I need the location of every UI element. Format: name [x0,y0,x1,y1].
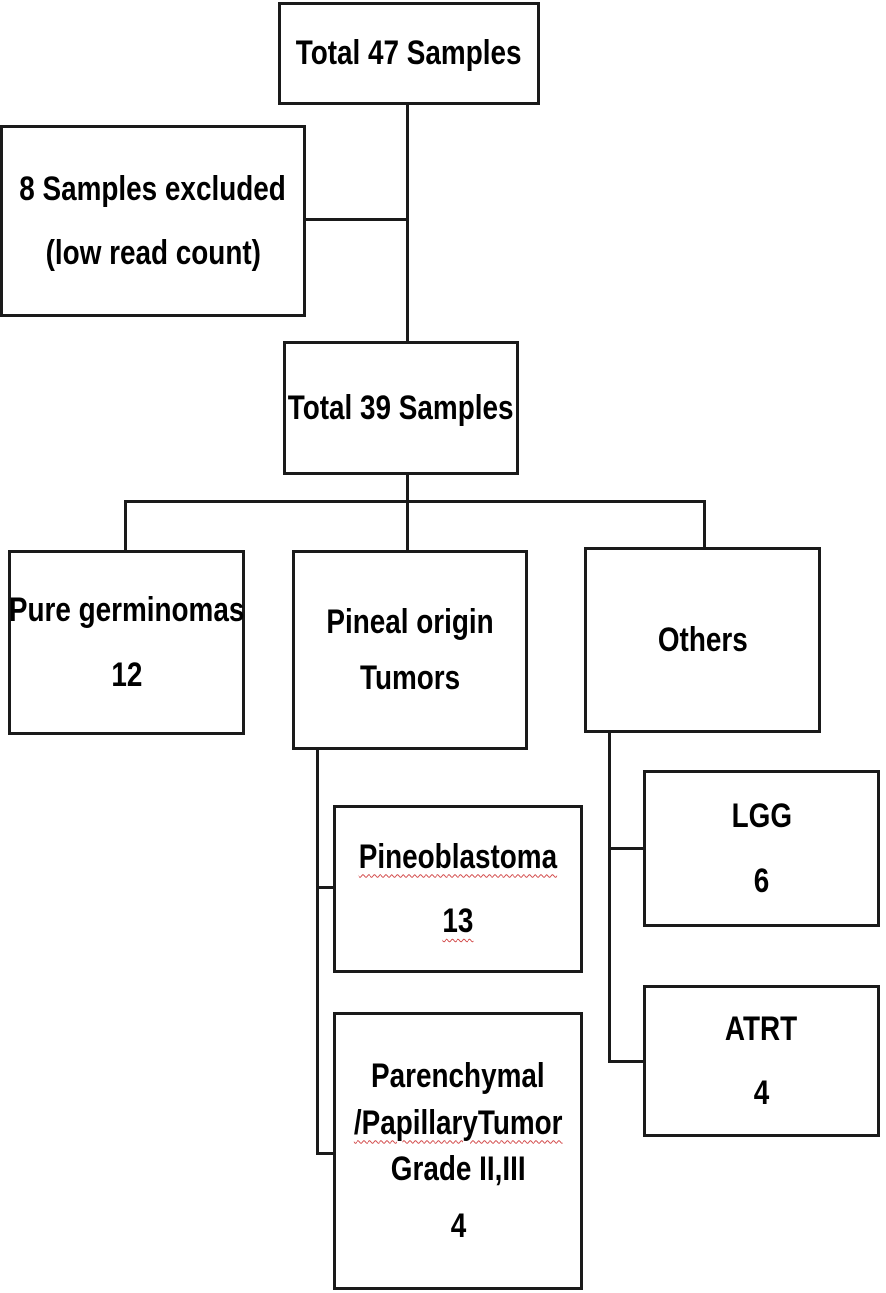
pineal-line2: Tumors [359,659,461,697]
pineal-box: Pineal origin Tumors [292,550,528,750]
connector-total-down [406,473,409,503]
germinomas-label: Pure germinomas [8,591,245,629]
connector-root-to-total [406,103,409,344]
atrt-label: ATRT [725,1009,798,1048]
atrt-box: ATRT 4 [643,985,880,1137]
lgg-label: LGG [731,797,792,835]
parenchymal-line3: Grade II,III [390,1150,526,1188]
total-box: Total 39 Samples [283,341,519,475]
others-box: Others [584,547,821,733]
connector-others-vertical [608,732,611,1063]
pineoblastoma-box: Pineoblastoma 13 [333,805,583,973]
germinomas-box: Pure germinomas 12 [8,550,245,735]
parenchymal-line1: Parenchymal [371,1057,545,1095]
connector-to-parenchymal [316,1152,336,1155]
pineoblastoma-label: Pineoblastoma [358,837,558,876]
excluded-line1: 8 Samples excluded [19,169,287,208]
parenchymal-count: 4 [450,1206,466,1245]
lgg-count: 6 [753,861,770,900]
pineal-line1: Pineal origin [326,602,494,641]
germinomas-count: 12 [110,655,143,694]
root-box: Total 47 Samples [278,2,540,105]
excluded-box: 8 Samples excluded (low read count) [0,125,306,317]
parenchymal-line2: /PapillaryTumor [353,1103,563,1142]
lgg-box: LGG 6 [643,770,880,927]
connector-pineal-vertical [316,748,319,1155]
connector-to-lgg [608,847,646,850]
atrt-count: 4 [753,1074,770,1112]
connector-to-pineoblastoma [316,886,336,889]
excluded-line2: (low read count) [45,234,261,272]
connector-excluded [304,218,408,221]
connector-to-pineal [406,500,409,552]
connector-to-atrt [608,1060,646,1063]
total-label: Total 39 Samples [288,388,514,427]
connector-to-germinomas [124,500,127,552]
connector-branch-horizontal [124,500,706,503]
connector-to-others [703,500,706,550]
root-label: Total 47 Samples [296,34,522,73]
parenchymal-box: Parenchymal /PapillaryTumor Grade II,III… [333,1012,583,1290]
pineoblastoma-count: 13 [442,902,474,940]
others-label: Others [657,620,748,659]
